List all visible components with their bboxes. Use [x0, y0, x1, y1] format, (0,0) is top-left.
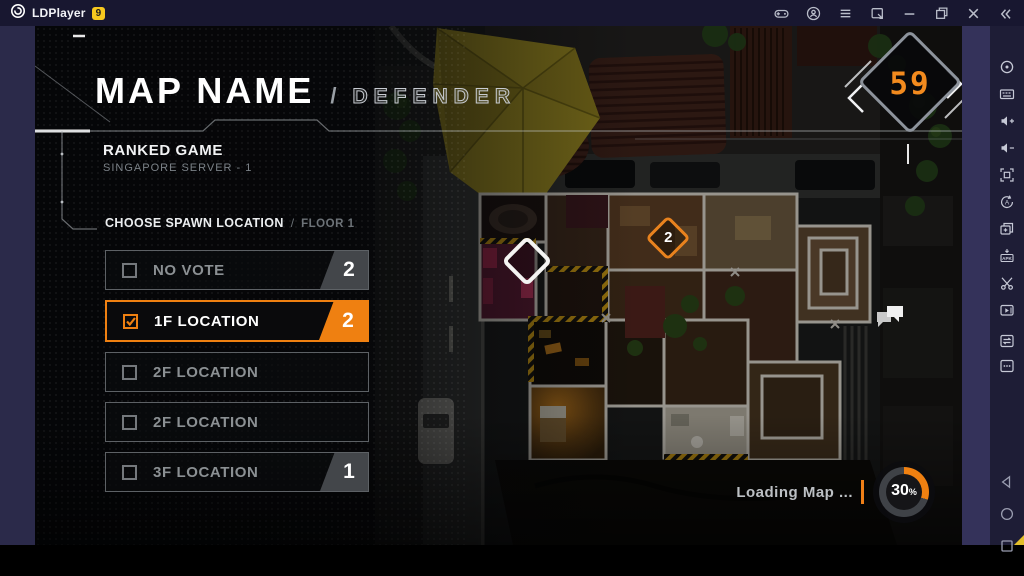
vote-option-1f-location[interactable]: 1F LOCATION 2 [105, 300, 369, 342]
spawn-vote-list: NO VOTE 2 1F LOCATION 2 2F LOCATION 2F L… [105, 250, 369, 492]
vote-option-3f-location[interactable]: 3F LOCATION 1 [105, 452, 369, 492]
app-title: LDPlayer [32, 6, 86, 20]
collapse-toolbar-icon[interactable] [994, 3, 1016, 23]
multi-window-icon[interactable] [999, 221, 1015, 237]
emulator-toolbar: A APK [990, 26, 1024, 552]
server-label: SINGAPORE SERVER - 1 [103, 162, 253, 174]
close-icon[interactable] [962, 3, 984, 23]
volume-up-icon[interactable] [999, 113, 1015, 129]
loading-text: Loading Map ... [736, 484, 853, 501]
keyboard-mapping-icon[interactable] [999, 86, 1015, 102]
volume-down-icon[interactable] [999, 140, 1015, 156]
maximize-icon[interactable] [930, 3, 952, 23]
svg-text:A: A [1005, 199, 1010, 206]
loading-tick [861, 480, 864, 504]
menu-icon[interactable] [834, 3, 856, 23]
spawn-title-text: CHOOSE SPAWN LOCATION [105, 216, 284, 230]
record-user-icon[interactable] [802, 3, 824, 23]
nav-back-icon[interactable] [999, 474, 1015, 490]
floor-label: FLOOR 1 [301, 218, 355, 230]
loading-percent: 30 [891, 482, 909, 499]
sync-icon[interactable] [999, 333, 1015, 349]
vote-option-label: NO VOTE [153, 261, 225, 279]
match-info: RANKED GAME SINGAPORE SERVER - 1 [103, 142, 252, 174]
vote-option-label: 1F LOCATION [154, 312, 260, 330]
header-separator: / [330, 83, 337, 108]
vote-option-no-vote[interactable]: NO VOTE 2 [105, 250, 369, 290]
vote-option-label: 3F LOCATION [153, 463, 259, 481]
left-background-strip [0, 26, 35, 545]
video-recorder-icon[interactable] [999, 302, 1015, 318]
checkbox-unchecked [122, 364, 137, 380]
nav-home-icon[interactable] [999, 506, 1015, 522]
rotate-screen-icon[interactable]: A [999, 194, 1015, 210]
vote-option-2f-location-a[interactable]: 2F LOCATION [105, 352, 369, 392]
fullscreen-icon[interactable] [999, 167, 1015, 183]
vote-count-badge: 2 [320, 251, 368, 289]
checkbox-unchecked [122, 464, 137, 480]
match-type-label: RANKED GAME [103, 142, 223, 159]
loading-indicator: Loading Map ... 30% [645, 456, 962, 536]
version-badge: 9 [91, 6, 106, 20]
gamepad-icon[interactable] [770, 3, 792, 23]
spawn-section-title: CHOOSE SPAWN LOCATION / FLOOR 1 [105, 216, 354, 230]
resize-handle[interactable] [1014, 535, 1024, 545]
team-mode-label: DEFENDER [352, 85, 516, 109]
percent-sign: % [908, 487, 917, 497]
game-screen[interactable]: MAP NAME / DEFENDER RANKED GAME SINGAPOR… [35, 26, 962, 545]
spawn-marker-count: 2 [664, 229, 673, 247]
screenshot-cut-icon[interactable] [999, 275, 1015, 291]
checkbox-unchecked [122, 262, 137, 278]
vote-option-label: 2F LOCATION [153, 413, 259, 431]
checkbox-checked [123, 313, 138, 329]
map-header: MAP NAME / DEFENDER [95, 70, 516, 112]
chat-icon[interactable] [873, 304, 907, 341]
right-background-strip [962, 26, 990, 545]
loading-progress-ring: 30% [873, 461, 935, 523]
vote-count-badge: 2 [319, 302, 367, 340]
checkbox-unchecked [122, 414, 137, 430]
titlebar[interactable]: LDPlayer 9 [0, 0, 1024, 26]
minimize-icon[interactable] [898, 3, 920, 23]
vote-count-badge: 1 [320, 453, 368, 491]
spawn-separator: / [290, 216, 295, 230]
vote-option-2f-location-b[interactable]: 2F LOCATION [105, 402, 369, 442]
timer-value: 59 [889, 66, 931, 102]
vote-option-label: 2F LOCATION [153, 363, 259, 381]
svg-text:APK: APK [1002, 256, 1012, 261]
aim-assist-icon[interactable] [999, 59, 1015, 75]
install-apk-icon[interactable]: APK [999, 248, 1015, 264]
map-name-title: MAP NAME [95, 70, 315, 111]
screenshot-window-icon[interactable] [866, 3, 888, 23]
more-options-icon[interactable] [999, 358, 1015, 374]
ldplayer-logo-icon [10, 3, 26, 24]
nav-recent-icon[interactable] [999, 538, 1015, 554]
round-timer: 59 [840, 26, 962, 156]
